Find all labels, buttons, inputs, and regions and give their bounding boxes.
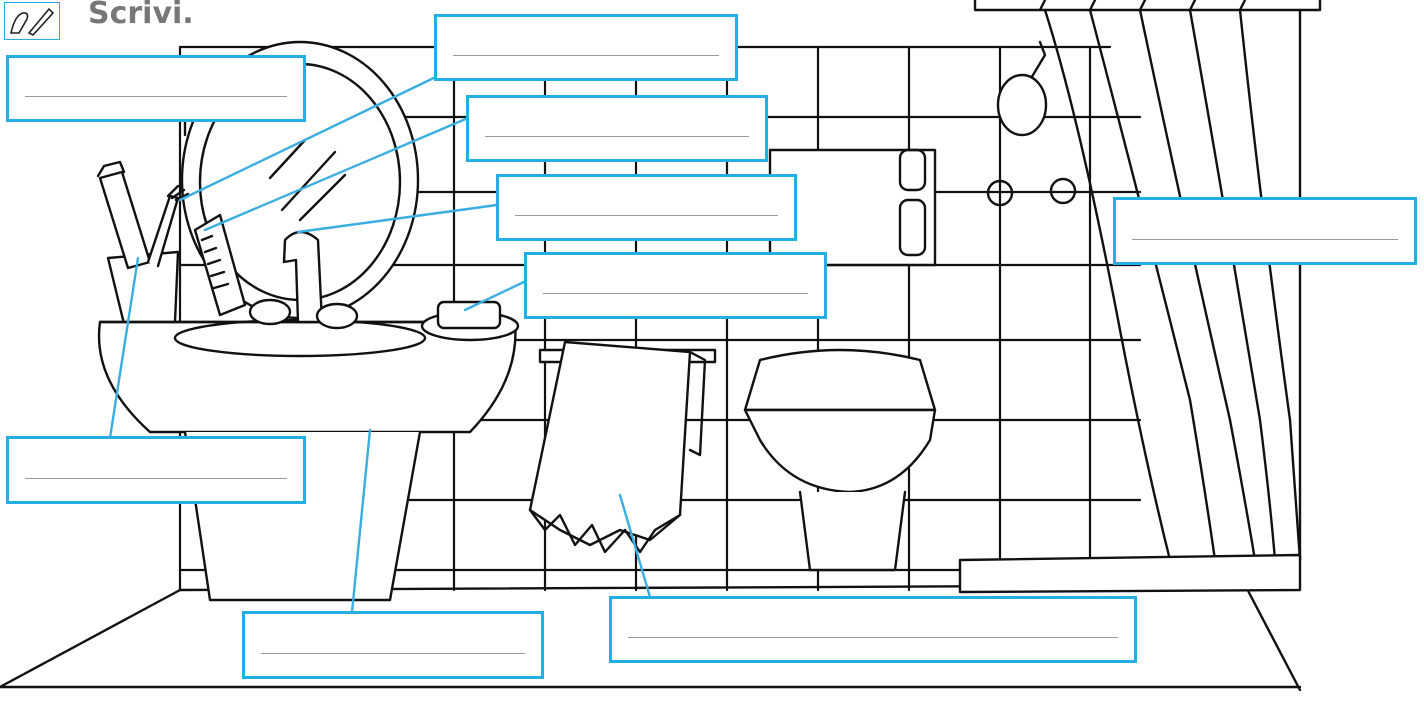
answer-box-5[interactable] [524,252,827,319]
answer-input-5[interactable] [543,262,808,292]
answer-box-9[interactable] [609,596,1137,663]
answer-line [485,136,749,137]
pen-writing-icon [4,2,60,40]
answer-line [515,215,778,216]
answer-line [543,293,808,294]
answer-input-3[interactable] [485,105,749,135]
answer-box-4[interactable] [496,174,797,241]
answer-line [25,96,287,97]
answer-line [453,55,719,56]
answer-input-2[interactable] [453,24,719,54]
answer-box-2[interactable] [434,14,738,81]
exercise-title: Scrivi. [88,0,194,31]
answer-line [261,653,525,654]
answer-box-3[interactable] [466,95,768,162]
answer-input-1[interactable] [25,65,287,95]
towel [530,342,715,552]
answer-box-6[interactable] [1113,197,1417,265]
window [975,0,1320,10]
answer-input-7[interactable] [25,447,287,477]
answer-input-8[interactable] [261,622,525,652]
toothbrush-cup [98,162,188,328]
answer-line [1132,239,1398,240]
answer-line [628,637,1118,638]
answer-box-8[interactable] [242,611,544,679]
answer-box-1[interactable] [6,55,306,122]
answer-input-4[interactable] [515,184,778,214]
toilet [745,350,935,570]
answer-input-6[interactable] [1132,208,1398,238]
answer-input-9[interactable] [628,606,1118,636]
answer-line [25,478,287,479]
answer-box-7[interactable] [6,436,306,504]
